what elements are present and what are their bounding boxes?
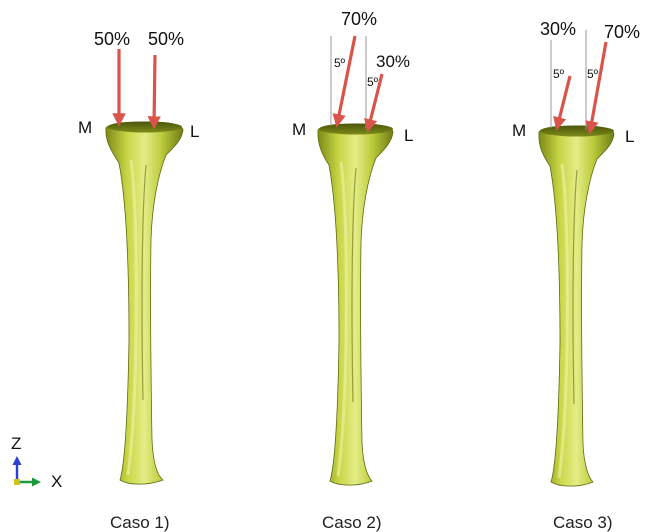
case-caption: Caso 1) bbox=[110, 513, 170, 532]
angle-label-medial: 5º bbox=[553, 67, 565, 81]
lateral-label: L bbox=[625, 127, 634, 146]
case-1: 50% 50% M L Caso 1) bbox=[78, 29, 199, 532]
tibia-bone bbox=[539, 126, 614, 487]
angle-label-medial: 5º bbox=[334, 56, 346, 70]
tibial-plateau bbox=[319, 124, 393, 135]
load-percent-medial: 50% bbox=[94, 29, 130, 49]
angle-label-lateral: 5º bbox=[587, 67, 599, 81]
load-percent-medial: 30% bbox=[540, 19, 576, 39]
angle-label-lateral: 5º bbox=[367, 75, 379, 89]
tibia-bone bbox=[106, 122, 183, 485]
load-arrow-medial bbox=[337, 36, 355, 125]
load-percent-lateral: 30% bbox=[376, 52, 410, 71]
load-percent-lateral: 50% bbox=[148, 29, 184, 49]
tibia-bone bbox=[318, 124, 393, 486]
load-arrow-lateral bbox=[590, 42, 606, 132]
case-3: 30% 70% 5º 5º M L Caso 3) bbox=[512, 19, 640, 532]
load-percent-lateral: 70% bbox=[604, 22, 640, 42]
coordinate-axes: Z X bbox=[11, 434, 62, 491]
load-arrow-medial bbox=[557, 76, 570, 128]
axis-origin bbox=[14, 479, 20, 485]
case-caption: Caso 2) bbox=[322, 513, 382, 532]
z-axis-label: Z bbox=[11, 434, 21, 453]
load-arrow-lateral bbox=[154, 55, 155, 127]
load-percent-medial: 70% bbox=[341, 9, 377, 29]
case-2: 70% 30% 5º 5º M L Caso 2) bbox=[292, 9, 413, 532]
x-axis-label: X bbox=[51, 472, 62, 491]
medial-label: M bbox=[512, 121, 526, 140]
lateral-label: L bbox=[190, 122, 199, 141]
medial-label: M bbox=[78, 118, 92, 137]
medial-label: M bbox=[292, 120, 306, 139]
lateral-label: L bbox=[404, 126, 413, 145]
case-caption: Caso 3) bbox=[553, 513, 613, 532]
